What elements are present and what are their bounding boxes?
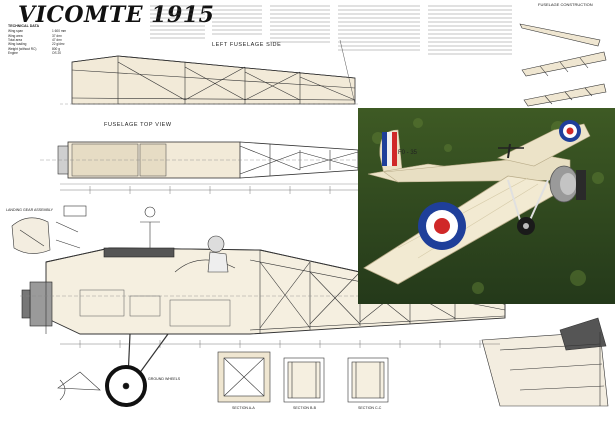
spec-label: Total area: [8, 38, 22, 42]
engine-cowl: [549, 165, 586, 203]
section-a-label: SECTION A-A: [232, 406, 255, 410]
left-fuselage-side-label: LEFT FUSELAGE SIDE: [212, 42, 282, 48]
spec-row: Total area 47 dm²: [8, 38, 66, 42]
landing-gear-label: LANDING GEAR ASSEMBLY: [6, 208, 54, 212]
section-c-label: SECTION C-C: [358, 406, 382, 410]
build-notes: [150, 5, 512, 55]
model-photo: F0 - 35: [358, 108, 615, 304]
fuselage-construction-sketches: [519, 23, 607, 107]
spec-label: Weight (without RC): [8, 46, 37, 51]
spec-value: OS 20: [52, 51, 62, 56]
section-b-label: SECTION B-B: [293, 406, 316, 410]
spec-row: Engine OS 20: [8, 51, 66, 55]
section-b: [283, 357, 325, 403]
spec-value: 800 g: [52, 46, 60, 51]
spec-row: Wing area 37 dm²: [8, 34, 66, 38]
spec-row: Wing loading 22 g/dm²: [8, 42, 66, 46]
spec-label: Engine: [8, 51, 18, 56]
tail-detail: [481, 317, 609, 407]
model-photo-image: F0 - 35: [358, 108, 615, 304]
plan-title: VICOMTE 1915: [18, 2, 215, 28]
spec-row: Wing span 1 600 mm: [8, 29, 66, 33]
technical-data-table: TECHNICAL DATA Wing span 1 600 mm Wing ar…: [8, 24, 66, 56]
spec-value: 22 g/dm²: [52, 42, 65, 47]
roundel-left: [418, 202, 466, 250]
section-c: [347, 357, 389, 403]
spec-value: 37 dm²: [52, 33, 62, 38]
spec-label: Wing loading: [8, 42, 27, 47]
main-side-view: [20, 206, 520, 335]
landing-gear-wheel: [57, 333, 169, 407]
fuselage-top-view-label: FUSELAGE TOP VIEW: [104, 122, 172, 128]
registration-text: F0 - 35: [398, 150, 418, 156]
landing-gear-detail: [11, 205, 87, 254]
left-fuselage-side-view: [60, 39, 360, 105]
fuselage-top-view: [40, 141, 365, 185]
tail-fin: F0 - 35: [379, 129, 418, 175]
dimension-ticks: [60, 186, 500, 348]
spec-value: 47 dm²: [52, 38, 62, 42]
spec-value: 1 600 mm: [52, 29, 67, 34]
section-a: [217, 351, 271, 403]
spec-label: Wing span: [8, 29, 24, 34]
spec-row: Weight (without RC) 800 g: [8, 47, 66, 51]
technical-data-heading: TECHNICAL DATA: [8, 24, 40, 28]
fuselage-construction-label: FUSELAGE CONSTRUCTION: [538, 2, 593, 7]
spec-label: Wing area: [8, 33, 23, 38]
ground-wheels-label: GROUND WHEELS: [148, 377, 181, 381]
